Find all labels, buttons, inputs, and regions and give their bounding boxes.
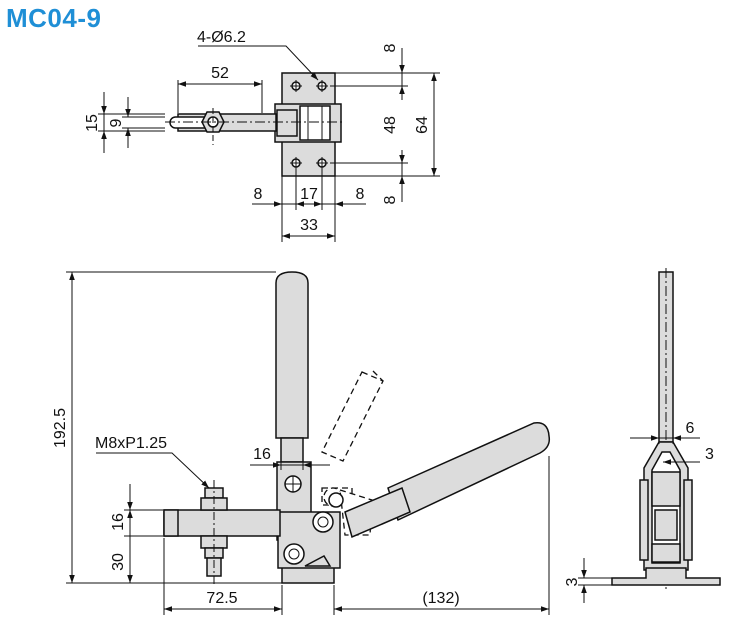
closed-handle xyxy=(328,422,551,539)
dim-lever-width: 16 xyxy=(253,446,271,463)
dim-right-margin: 8 xyxy=(356,186,365,203)
mounting-holes xyxy=(290,80,328,169)
dim-top-margin: 8 xyxy=(382,43,399,52)
dim-arm-height: 30 xyxy=(110,553,127,571)
dim-inner-plate: 3 xyxy=(705,446,714,463)
dim-base-length: 64 xyxy=(414,116,431,134)
vertical-lever xyxy=(275,271,312,541)
dim-hole-pitch-h: 17 xyxy=(300,186,318,203)
clamp-arm xyxy=(163,480,281,584)
dim-base-thickness: 3 xyxy=(564,577,581,586)
dim-left-margin: 8 xyxy=(254,186,263,203)
dim-slot-inner: 9 xyxy=(108,118,125,127)
dim-total-height: 192.5 xyxy=(52,408,69,448)
front-view: M8xP1.25 192.5 16 16 30 72.5 (132) xyxy=(52,271,551,615)
thread-callout: M8xP1.25 xyxy=(95,435,167,452)
dim-base-width: 33 xyxy=(300,217,318,234)
dim-arm-reach: 72.5 xyxy=(206,590,237,607)
dim-slot-outer: 15 xyxy=(84,114,101,132)
dim-open-reach: (132) xyxy=(422,590,459,607)
dim-handle-reach: 52 xyxy=(211,65,229,82)
top-view: 52 4-Ø6.2 15 9 8 48 64 8 xyxy=(84,29,440,242)
hole-callout: 4-Ø6.2 xyxy=(197,29,246,46)
side-base xyxy=(611,567,721,586)
dim-bottom-margin: 8 xyxy=(382,195,399,204)
dim-arm-thickness: 16 xyxy=(110,513,127,531)
dim-handle-thickness: 6 xyxy=(686,420,695,437)
side-view: 6 3 3 xyxy=(564,268,721,603)
dim-hole-pitch-v: 48 xyxy=(382,116,399,134)
page-title: MC04-9 xyxy=(6,3,102,33)
